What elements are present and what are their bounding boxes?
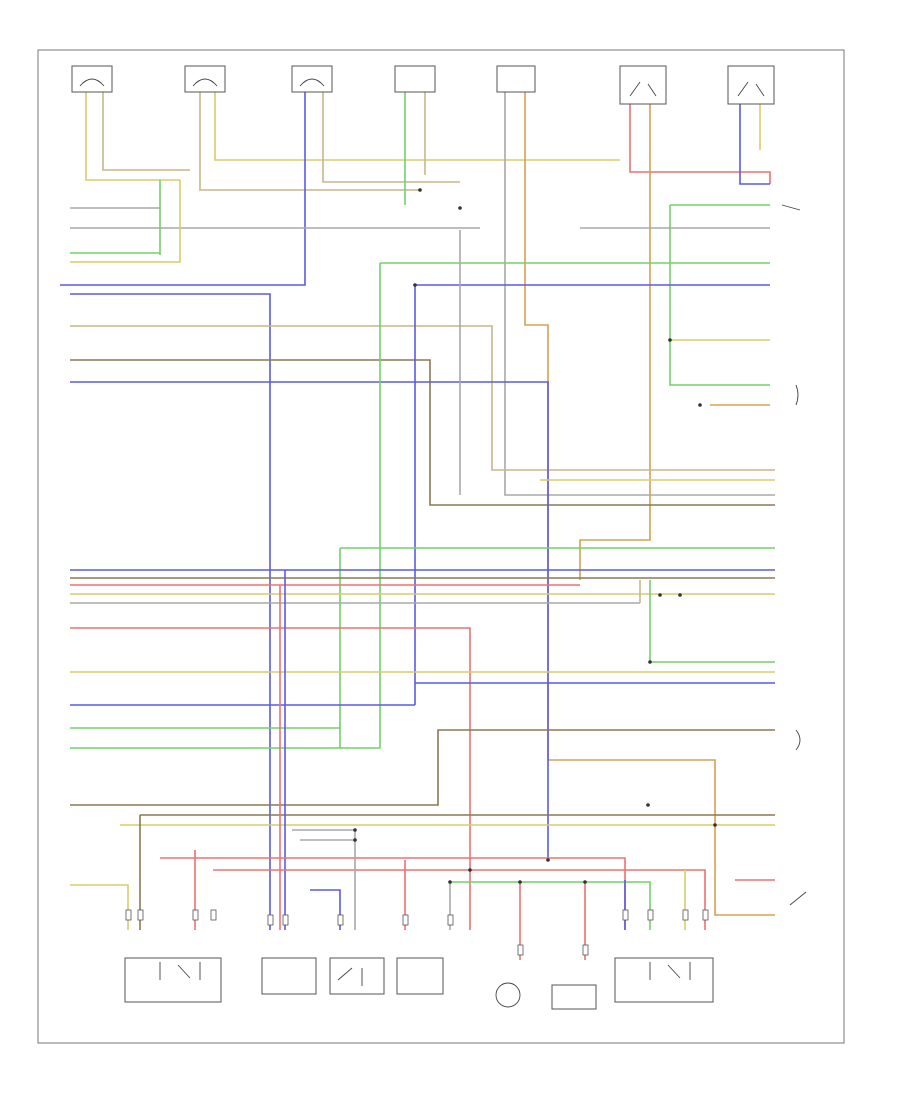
junction-dot xyxy=(583,880,587,884)
switch-symbol xyxy=(337,967,363,986)
wire xyxy=(70,293,271,930)
junction-dot xyxy=(413,283,417,287)
junction-dot xyxy=(353,828,357,832)
wire xyxy=(629,90,771,184)
switch-symbol xyxy=(795,384,799,406)
top-compressor-module xyxy=(496,65,536,93)
connector-marker xyxy=(267,914,274,926)
wire xyxy=(649,580,775,663)
junction-dot xyxy=(668,338,672,342)
junction-dots xyxy=(353,188,717,884)
sensor-symbol xyxy=(79,78,105,87)
wire xyxy=(199,90,420,191)
connector-marker xyxy=(210,909,217,921)
wire xyxy=(579,90,651,580)
relay-symbol xyxy=(649,962,691,980)
electronic-control-unit xyxy=(261,957,317,995)
connector-markers xyxy=(125,909,709,956)
coolant-fan-resistor xyxy=(396,957,444,995)
wire xyxy=(310,889,341,930)
sensor-symbol xyxy=(299,78,325,87)
bottom-components xyxy=(124,957,714,1010)
wire xyxy=(102,90,190,171)
diagram-frame xyxy=(37,49,845,1044)
wire xyxy=(160,857,626,930)
wire xyxy=(504,90,775,496)
sensor-symbol xyxy=(192,78,218,87)
connector-marker xyxy=(517,944,524,956)
junction-dot xyxy=(698,403,702,407)
wire xyxy=(70,180,181,263)
junction-dot xyxy=(418,188,422,192)
junction-dot xyxy=(448,880,452,884)
wire xyxy=(739,90,770,185)
wire xyxy=(70,381,549,860)
connector-marker xyxy=(282,914,289,926)
wire xyxy=(322,90,460,183)
switch-symbol xyxy=(795,729,801,751)
connector-marker xyxy=(137,909,144,921)
junction-dot xyxy=(678,593,682,597)
connector-marker xyxy=(682,909,689,921)
compressor-relay xyxy=(614,957,714,1003)
top-sensor-2 xyxy=(184,65,226,93)
right-side-switches xyxy=(781,204,807,906)
wire xyxy=(292,829,356,930)
junction-dot xyxy=(713,823,717,827)
wire xyxy=(70,359,775,506)
junction-dot xyxy=(458,206,462,210)
junction-dot xyxy=(546,858,550,862)
wire xyxy=(70,325,775,471)
wire xyxy=(60,90,306,286)
wire xyxy=(70,627,471,930)
wire xyxy=(85,90,180,181)
coolant-fan-motor-2 xyxy=(551,984,597,1010)
top-components xyxy=(71,65,775,105)
connector-marker xyxy=(125,909,132,921)
fan-switch xyxy=(329,957,385,995)
relay-symbol xyxy=(159,962,201,980)
junction-dot xyxy=(658,593,662,597)
switch-symbol xyxy=(737,81,765,97)
junction-dot xyxy=(518,880,522,884)
wire xyxy=(450,881,651,930)
connector-marker xyxy=(402,914,409,926)
wire-layer xyxy=(60,90,775,960)
connector-marker xyxy=(702,909,709,921)
junction-dot xyxy=(468,868,472,872)
connector-marker xyxy=(647,909,654,921)
top-sensor-4 xyxy=(394,65,436,93)
connector-marker xyxy=(447,914,454,926)
switch-symbol xyxy=(789,891,807,906)
coolant-fan-relay xyxy=(124,957,222,1003)
top-pressure-switch-2 xyxy=(727,65,775,105)
junction-dot xyxy=(648,660,652,664)
wire xyxy=(70,884,129,930)
connector-marker xyxy=(622,909,629,921)
switch-symbol xyxy=(629,81,657,97)
wire xyxy=(214,90,620,161)
connector-marker xyxy=(582,944,589,956)
switch-symbol xyxy=(781,204,801,211)
connector-marker xyxy=(192,909,199,921)
coolant-fan-motor-1 xyxy=(495,982,521,1008)
wire xyxy=(669,205,770,386)
junction-dot xyxy=(353,838,357,842)
wire xyxy=(70,729,775,806)
connector-marker xyxy=(337,914,344,926)
junction-dot xyxy=(646,803,650,807)
top-pressure-switch-1 xyxy=(619,65,667,105)
